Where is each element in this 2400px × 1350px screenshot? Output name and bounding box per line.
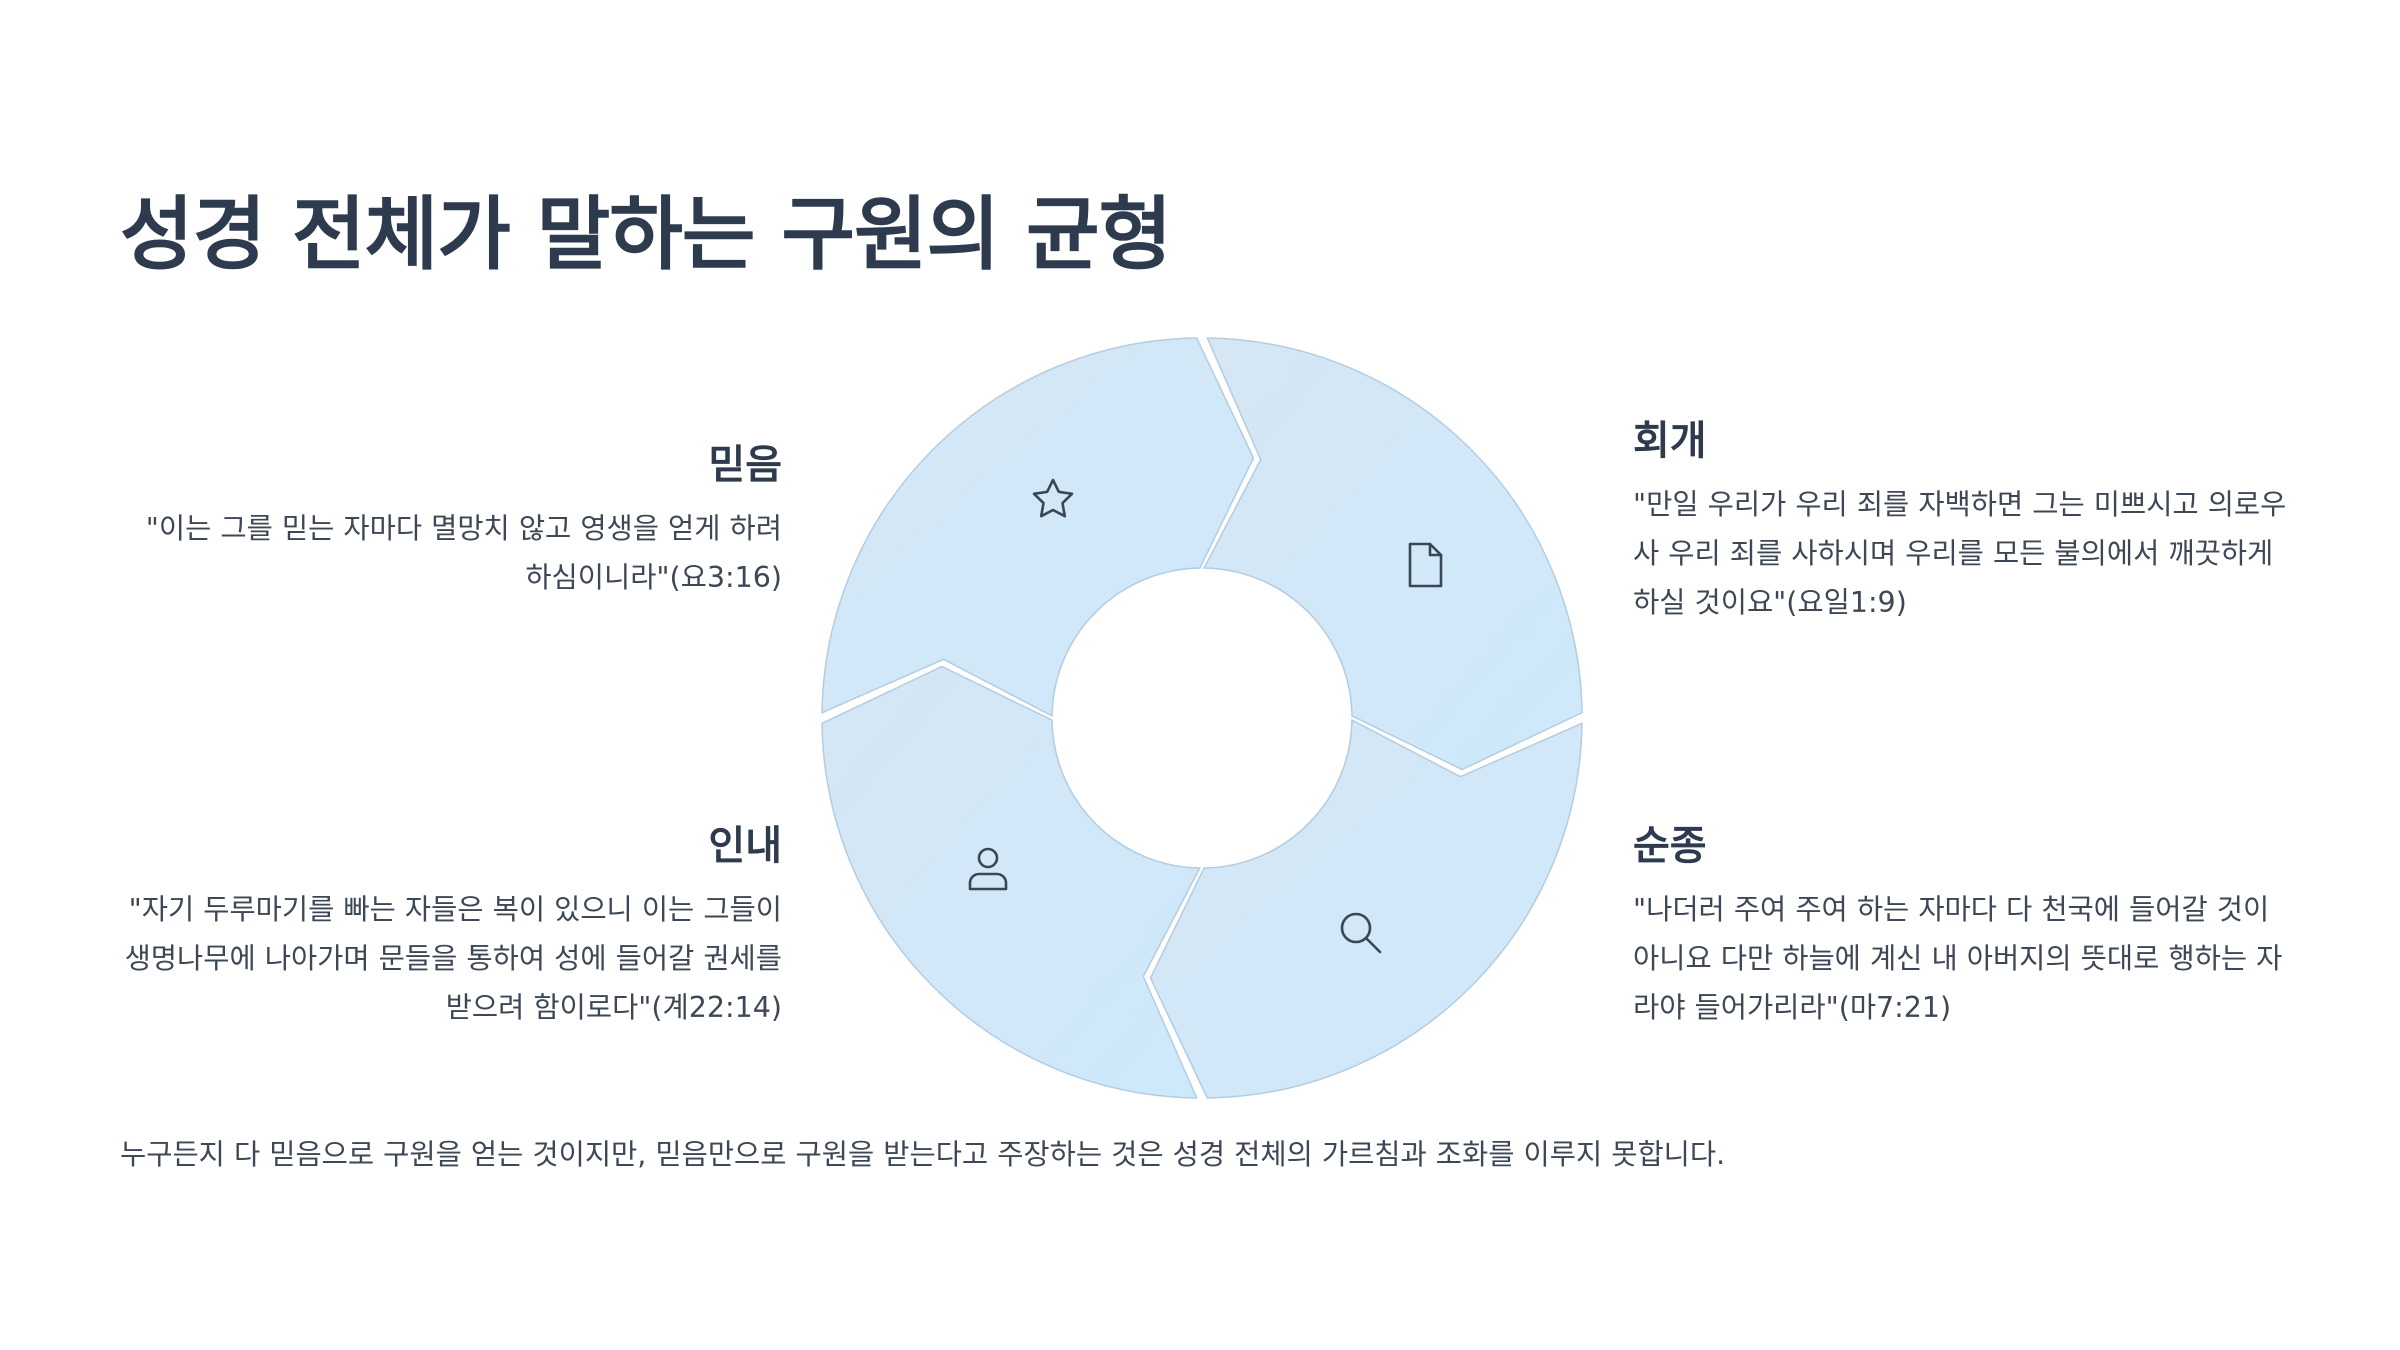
obedience-segment <box>1149 718 1583 1099</box>
faith-heading: 믿음 <box>708 442 782 488</box>
obedience-block: 순종 "나더러 주여 주여 하는 자마다 다 천국에 들어갈 것이 아니요 다만… <box>1633 813 2293 1032</box>
obedience-heading: 순종 <box>1633 823 1707 869</box>
search-icon <box>1340 912 1382 954</box>
perseverance-quote: "자기 두루마기를 빠는 자들은 복이 있으니 이는 그들이 생명나무에 나아가… <box>124 893 782 1024</box>
footer-text: 누구든지 다 믿음으로 구원을 얻는 것이지만, 믿음만으로 구원을 받는다고 … <box>120 1138 1726 1171</box>
repentance-block: 회개 "만일 우리가 우리 죄를 자백하면 그는 미쁘시고 의로우사 우리 죄를… <box>1633 408 2293 627</box>
faith-segment <box>821 337 1255 718</box>
perseverance-block: 인내 "자기 두루마기를 빠는 자들은 복이 있으니 이는 그들이 생명나무에 … <box>122 813 782 1032</box>
perseverance-segment <box>821 665 1202 1099</box>
repentance-segment <box>1202 337 1583 771</box>
user-icon <box>968 847 1008 891</box>
document-icon <box>1408 542 1443 588</box>
obedience-quote: "나더러 주여 주여 하는 자마다 다 천국에 들어갈 것이 아니요 다만 하늘… <box>1633 893 2283 1024</box>
faith-quote: "이는 그를 믿는 자마다 멸망치 않고 영생을 얻게 하려 하심이니라"(요3… <box>145 512 782 594</box>
star-icon <box>1032 478 1074 518</box>
repentance-quote: "만일 우리가 우리 죄를 자백하면 그는 미쁘시고 의로우사 우리 죄를 사하… <box>1633 488 2287 619</box>
faith-block: 믿음 "이는 그를 믿는 자마다 멸망치 않고 영생을 얻게 하려 하심이니라"… <box>122 432 782 602</box>
repentance-heading: 회개 <box>1633 418 1707 464</box>
slide-title: 성경 전체가 말하는 구원의 균형 <box>120 188 1172 281</box>
perseverance-heading: 인내 <box>708 823 782 869</box>
